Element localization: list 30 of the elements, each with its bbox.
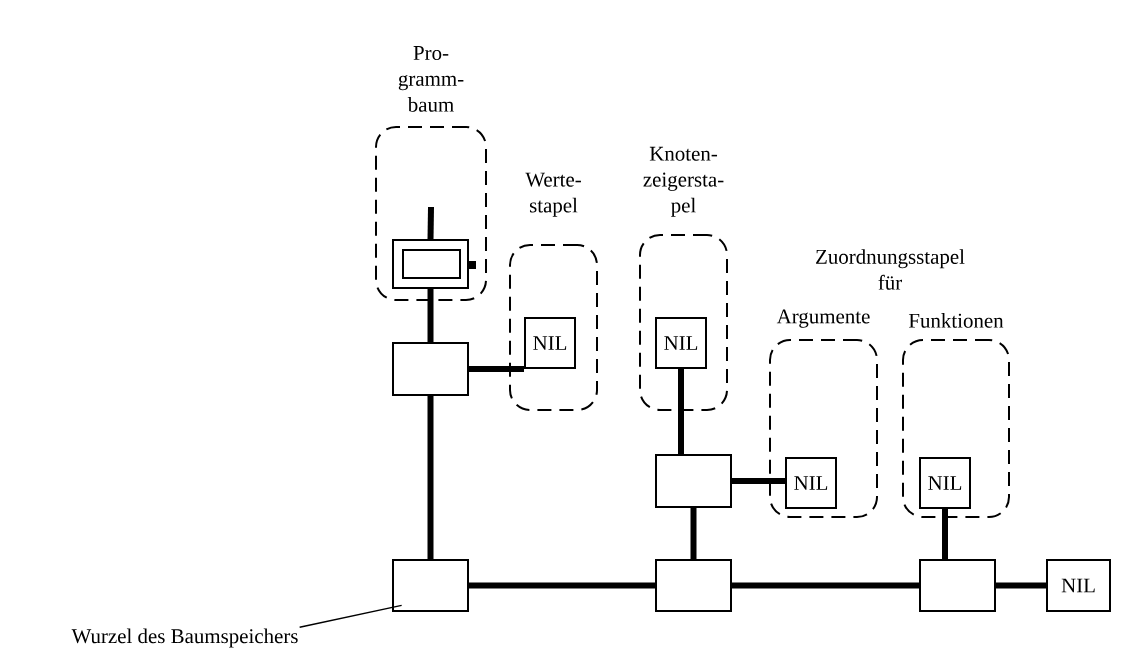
nil-box: NIL bbox=[919, 457, 971, 509]
tree-node-box bbox=[655, 454, 732, 508]
root-label: Wurzel des Baumspeichers bbox=[71, 628, 298, 648]
tree-node-box bbox=[919, 559, 996, 612]
nil-box: NIL bbox=[655, 317, 707, 369]
tree-node-box bbox=[392, 342, 469, 396]
group-heading: Zuordnungsstapel für bbox=[816, 249, 965, 290]
connector-line bbox=[427, 396, 434, 559]
stack-heading: Argumente bbox=[776, 309, 870, 328]
tree-node-box bbox=[392, 559, 469, 612]
tree-node-box bbox=[655, 559, 732, 612]
nil-box: NIL bbox=[785, 457, 837, 509]
connector-line bbox=[732, 478, 785, 484]
connector-line bbox=[427, 289, 434, 342]
program-tree-node bbox=[392, 239, 476, 289]
nil-box: NIL bbox=[1046, 559, 1111, 612]
connector-line bbox=[690, 508, 697, 559]
connector-line bbox=[469, 366, 524, 372]
stack-heading: Knoten- zeigersta- pel bbox=[643, 146, 724, 217]
stack-heading: Werte- stapel bbox=[525, 172, 581, 217]
stack-heading: Funktionen bbox=[908, 313, 1004, 328]
connector-line bbox=[427, 206, 434, 240]
nil-box: NIL bbox=[524, 317, 576, 369]
connector-line bbox=[678, 369, 684, 454]
stack-heading: Pro- gramm- baum bbox=[398, 46, 464, 112]
leader-line bbox=[298, 604, 403, 629]
connector-line bbox=[732, 582, 919, 589]
connector-line bbox=[996, 582, 1046, 589]
connector-line bbox=[942, 509, 948, 559]
connector-line bbox=[469, 582, 655, 589]
